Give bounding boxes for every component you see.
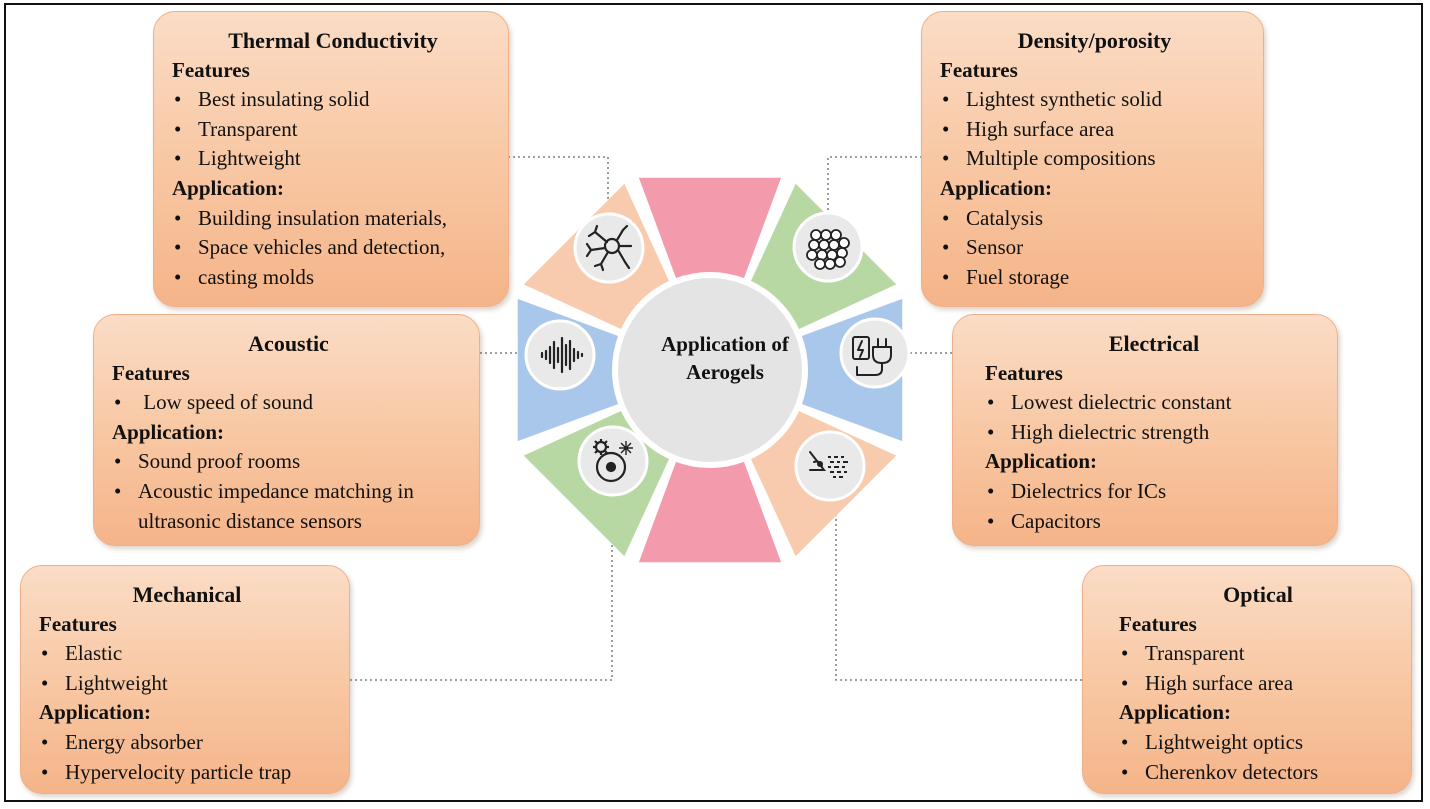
application-heading: Application: [985, 449, 1098, 474]
card-optical: Optical Features Transparent High surfac… [1082, 565, 1412, 794]
list-item: Dielectrics for ICs [985, 477, 1323, 507]
card-title: Optical [1223, 582, 1293, 607]
application-heading: Application: [172, 175, 285, 200]
card-mechanical: Mechanical Features Elastic Lightweight … [20, 565, 350, 794]
features-heading: Features [39, 611, 117, 636]
card-acoustic: Acoustic Features Low speed of sound App… [93, 314, 480, 546]
list-item: Capacitors [985, 507, 1323, 537]
features-heading: Features [940, 57, 1018, 82]
gear-wheel-icon [577, 425, 649, 497]
neuron-icon [573, 212, 645, 284]
list-item: High surface area [940, 115, 1249, 145]
applications-list: Dielectrics for ICs Capacitors [985, 477, 1323, 536]
card-title: Thermal Conductivity [228, 28, 438, 53]
list-item: Transparent [172, 115, 494, 145]
application-heading: Application: [39, 700, 152, 725]
card-electrical: Electrical Features Lowest dielectric co… [952, 314, 1338, 546]
list-item: Transparent [1119, 639, 1397, 669]
list-item: Cherenkov detectors [1119, 758, 1397, 788]
list-item: Building insulation materials, [172, 204, 494, 234]
features-list: Lightest synthetic solid High surface ar… [940, 85, 1249, 174]
center-label-line2: Aerogels [686, 360, 764, 384]
segment-top [638, 177, 782, 281]
list-item: High surface area [1119, 669, 1397, 699]
aerogel-wheel [517, 177, 911, 563]
features-list: Transparent High surface area [1119, 639, 1397, 698]
sound-wave-icon [524, 319, 596, 391]
list-item: Lightweight optics [1119, 728, 1397, 758]
list-item: Energy absorber [39, 728, 335, 758]
applications-list: Building insulation materials, Space veh… [172, 204, 494, 293]
segment-bottom [638, 459, 782, 563]
plug-icon [839, 317, 911, 389]
eye-icon [794, 430, 866, 502]
application-heading: Application: [940, 175, 1053, 200]
list-item: High dielectric strength [985, 418, 1323, 448]
card-thermal-conductivity: Thermal Conductivity Features Best insul… [153, 11, 509, 307]
connector-mechanical [350, 505, 613, 681]
connector-thermal [508, 156, 609, 210]
applications-list: Catalysis Sensor Fuel storage [940, 204, 1249, 293]
application-heading: Application: [1119, 700, 1232, 725]
list-item: Low speed of sound [112, 388, 465, 418]
list-item: Best insulating solid [172, 85, 494, 115]
applications-list: Sound proof rooms Acoustic impedance mat… [112, 447, 465, 536]
list-item: Space vehicles and detection, [172, 233, 494, 263]
connector-optical [835, 505, 1082, 681]
list-item: Lightweight [172, 144, 494, 174]
list-item: Fuel storage [940, 263, 1249, 293]
list-item: Elastic [39, 639, 335, 669]
applications-list: Energy absorber Hypervelocity particle t… [39, 728, 335, 787]
atom-lattice-icon [792, 211, 864, 283]
applications-list: Lightweight optics Cherenkov detectors [1119, 728, 1397, 787]
card-title: Density/porosity [1017, 28, 1172, 53]
list-item: Lowest dielectric constant [985, 388, 1323, 418]
hub-circle [612, 272, 808, 468]
list-item: Acoustic impedance matching in ultrasoni… [112, 477, 465, 536]
center-label: Application of Aerogels [645, 330, 805, 386]
card-title: Acoustic [248, 331, 329, 356]
features-heading: Features [112, 360, 190, 385]
center-label-line1: Application of [661, 332, 789, 356]
features-list: Low speed of sound [112, 388, 465, 418]
application-heading: Application: [112, 419, 225, 444]
features-list: Lowest dielectric constant High dielectr… [985, 388, 1323, 447]
list-item: Lightweight [39, 669, 335, 699]
card-density-porosity: Density/porosity Features Lightest synth… [921, 11, 1264, 307]
features-list: Elastic Lightweight [39, 639, 335, 698]
features-list: Best insulating solid Transparent Lightw… [172, 85, 494, 174]
list-item: Hypervelocity particle trap [39, 758, 335, 788]
features-heading: Features [1119, 611, 1197, 636]
list-item: casting molds [172, 263, 494, 293]
list-item: Multiple compositions [940, 144, 1249, 174]
connector-density [827, 156, 922, 212]
features-heading: Features [172, 57, 250, 82]
card-title: Mechanical [132, 582, 242, 607]
features-heading: Features [985, 360, 1063, 385]
card-title: Electrical [1108, 331, 1200, 356]
list-item: Catalysis [940, 204, 1249, 234]
list-item: Lightest synthetic solid [940, 85, 1249, 115]
list-item: Sensor [940, 233, 1249, 263]
list-item: Sound proof rooms [112, 447, 465, 477]
